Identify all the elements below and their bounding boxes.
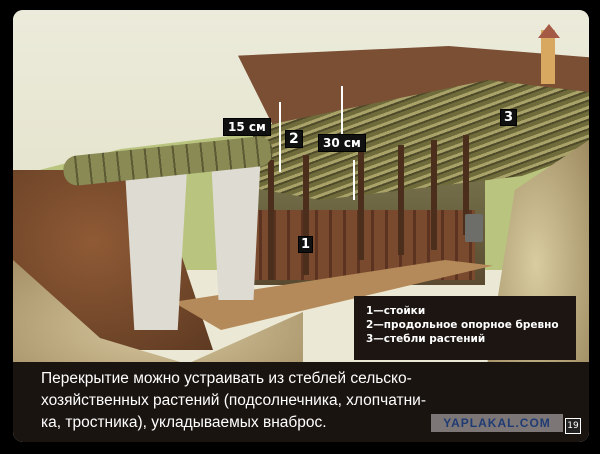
caption-line: хозяйственных растений (подсолнечника, х… [41, 392, 427, 409]
marker-1: 1 [298, 236, 314, 253]
support-post [431, 140, 437, 250]
entrance-curtain-left [125, 170, 187, 330]
support-post [398, 145, 404, 255]
dimension-label-15cm: 15 см [223, 118, 271, 136]
chimney [541, 30, 555, 84]
legend-box: 1—стойки 2—продольное опорное бревно 3—с… [354, 296, 576, 360]
caption-text: Перекрытие можно устраивать из стеблей с… [41, 368, 571, 434]
legend-item: 3—стебли растений [366, 333, 486, 345]
watermark: YAPLAKAL.COM [431, 414, 563, 432]
dimension-arrow [341, 86, 343, 138]
entrance-curtain-right [211, 150, 261, 300]
dimension-arrow [353, 160, 355, 200]
caption-line: ка, тростника), укладываемых внаброс. [41, 414, 327, 431]
dimension-arrow [279, 102, 281, 172]
legend-item: 2—продольное опорное бревно [366, 319, 559, 331]
legend-item: 1—стойки [366, 305, 426, 317]
marker-2: 2 [285, 130, 303, 148]
marker-3: 3 [500, 109, 518, 126]
caption-line: Перекрытие можно устраивать из стеблей с… [41, 370, 412, 387]
filmstrip-frame: 15 см 30 см 2 3 1 1—стойки 2—продольное … [13, 10, 589, 442]
support-post [463, 135, 469, 235]
support-post [358, 150, 364, 260]
bucket [465, 214, 483, 242]
dimension-label-30cm: 30 см [318, 134, 366, 152]
support-post [268, 160, 274, 280]
frame-number: 19 [565, 418, 581, 434]
support-post [303, 155, 309, 275]
